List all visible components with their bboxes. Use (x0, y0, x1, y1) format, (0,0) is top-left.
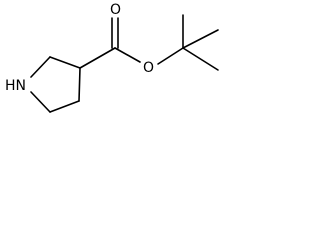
bond-c4-to-c5 (49, 100, 80, 113)
bond-ester-oxygen-to-quaternary-carbon (157, 47, 184, 65)
carbonyl-oxygen-label: O (110, 2, 121, 18)
ester-oxygen-label: O (143, 60, 154, 76)
nitrogen-atom-label: HN (5, 78, 26, 94)
bond-ring-carbon-top-to-c3 (49, 56, 81, 69)
bond-c3-to-carbonyl-carbon (79, 47, 116, 69)
bond-c5-to-n (30, 91, 51, 113)
bond-quaternary-carbon-to-methyl-lower-right (182, 47, 219, 71)
bond-carbonyl-carbon-to-ester-oxygen (114, 47, 141, 63)
bond-c3-to-c4 (78, 67, 81, 102)
bond-n-to-ring-carbon-top (30, 56, 51, 78)
chemical-structure: HN O O (5, 2, 219, 113)
bond-quaternary-carbon-to-methyl-upper-right (182, 29, 219, 49)
